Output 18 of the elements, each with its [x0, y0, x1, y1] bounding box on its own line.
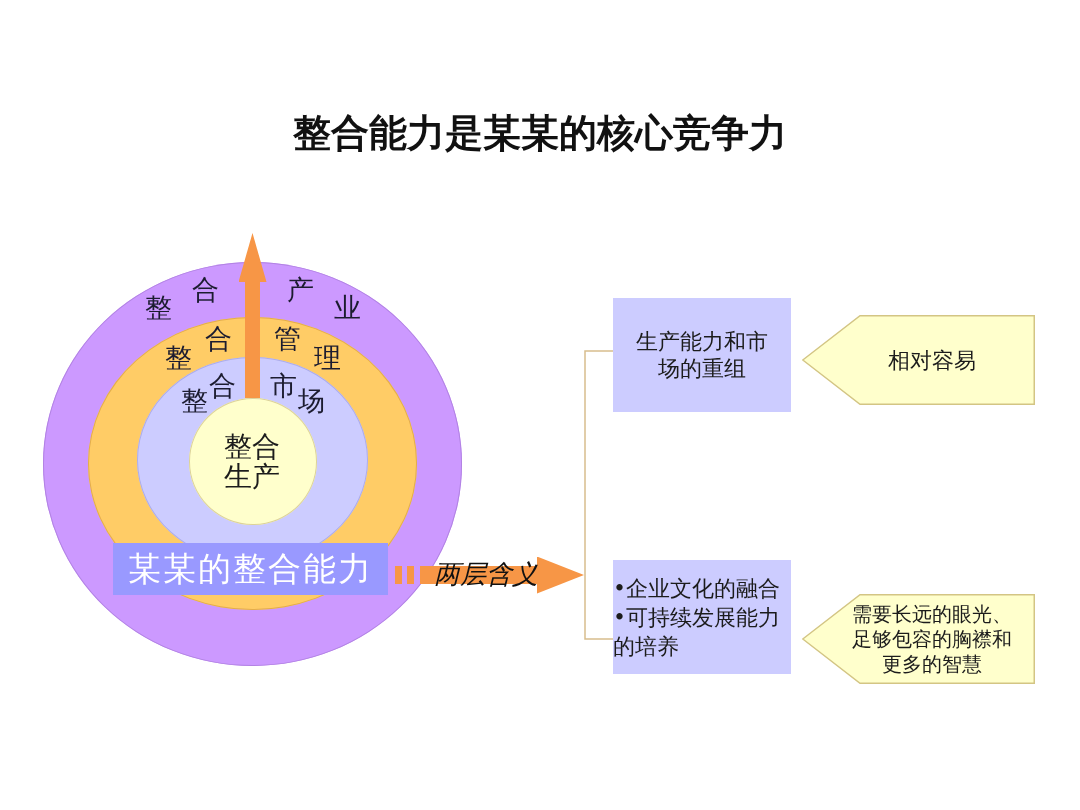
arrow — [238, 233, 267, 398]
box-text: 生产能力和市场的重组 — [635, 328, 769, 382]
process-box — [613, 560, 791, 674]
label-banner — [113, 543, 388, 595]
box-text: •企业文化的融合 — [613, 574, 781, 603]
callout-text: 需要长远的眼光、足够包容的胸襟和更多的智慧 — [851, 601, 1013, 677]
ring-label: 整合管理 — [164, 324, 341, 371]
process-box — [613, 298, 791, 412]
callout-text: 相对容易 — [888, 346, 976, 374]
diagram-title: 整合能力是某某的核心竞争力 — [293, 110, 787, 157]
ring-label: 整合市场 — [180, 371, 325, 414]
edge-label: 两层含义 — [434, 557, 538, 591]
pentagon-callout — [802, 315, 1035, 405]
box-text: •可持续发展能力的培养 — [613, 603, 781, 661]
banner-text: 某某的整合能力 — [128, 549, 373, 589]
pentagon-callout — [802, 594, 1035, 684]
circle-label: 整合生产 — [223, 431, 282, 492]
ring-label: 整合产业 — [144, 275, 361, 321]
